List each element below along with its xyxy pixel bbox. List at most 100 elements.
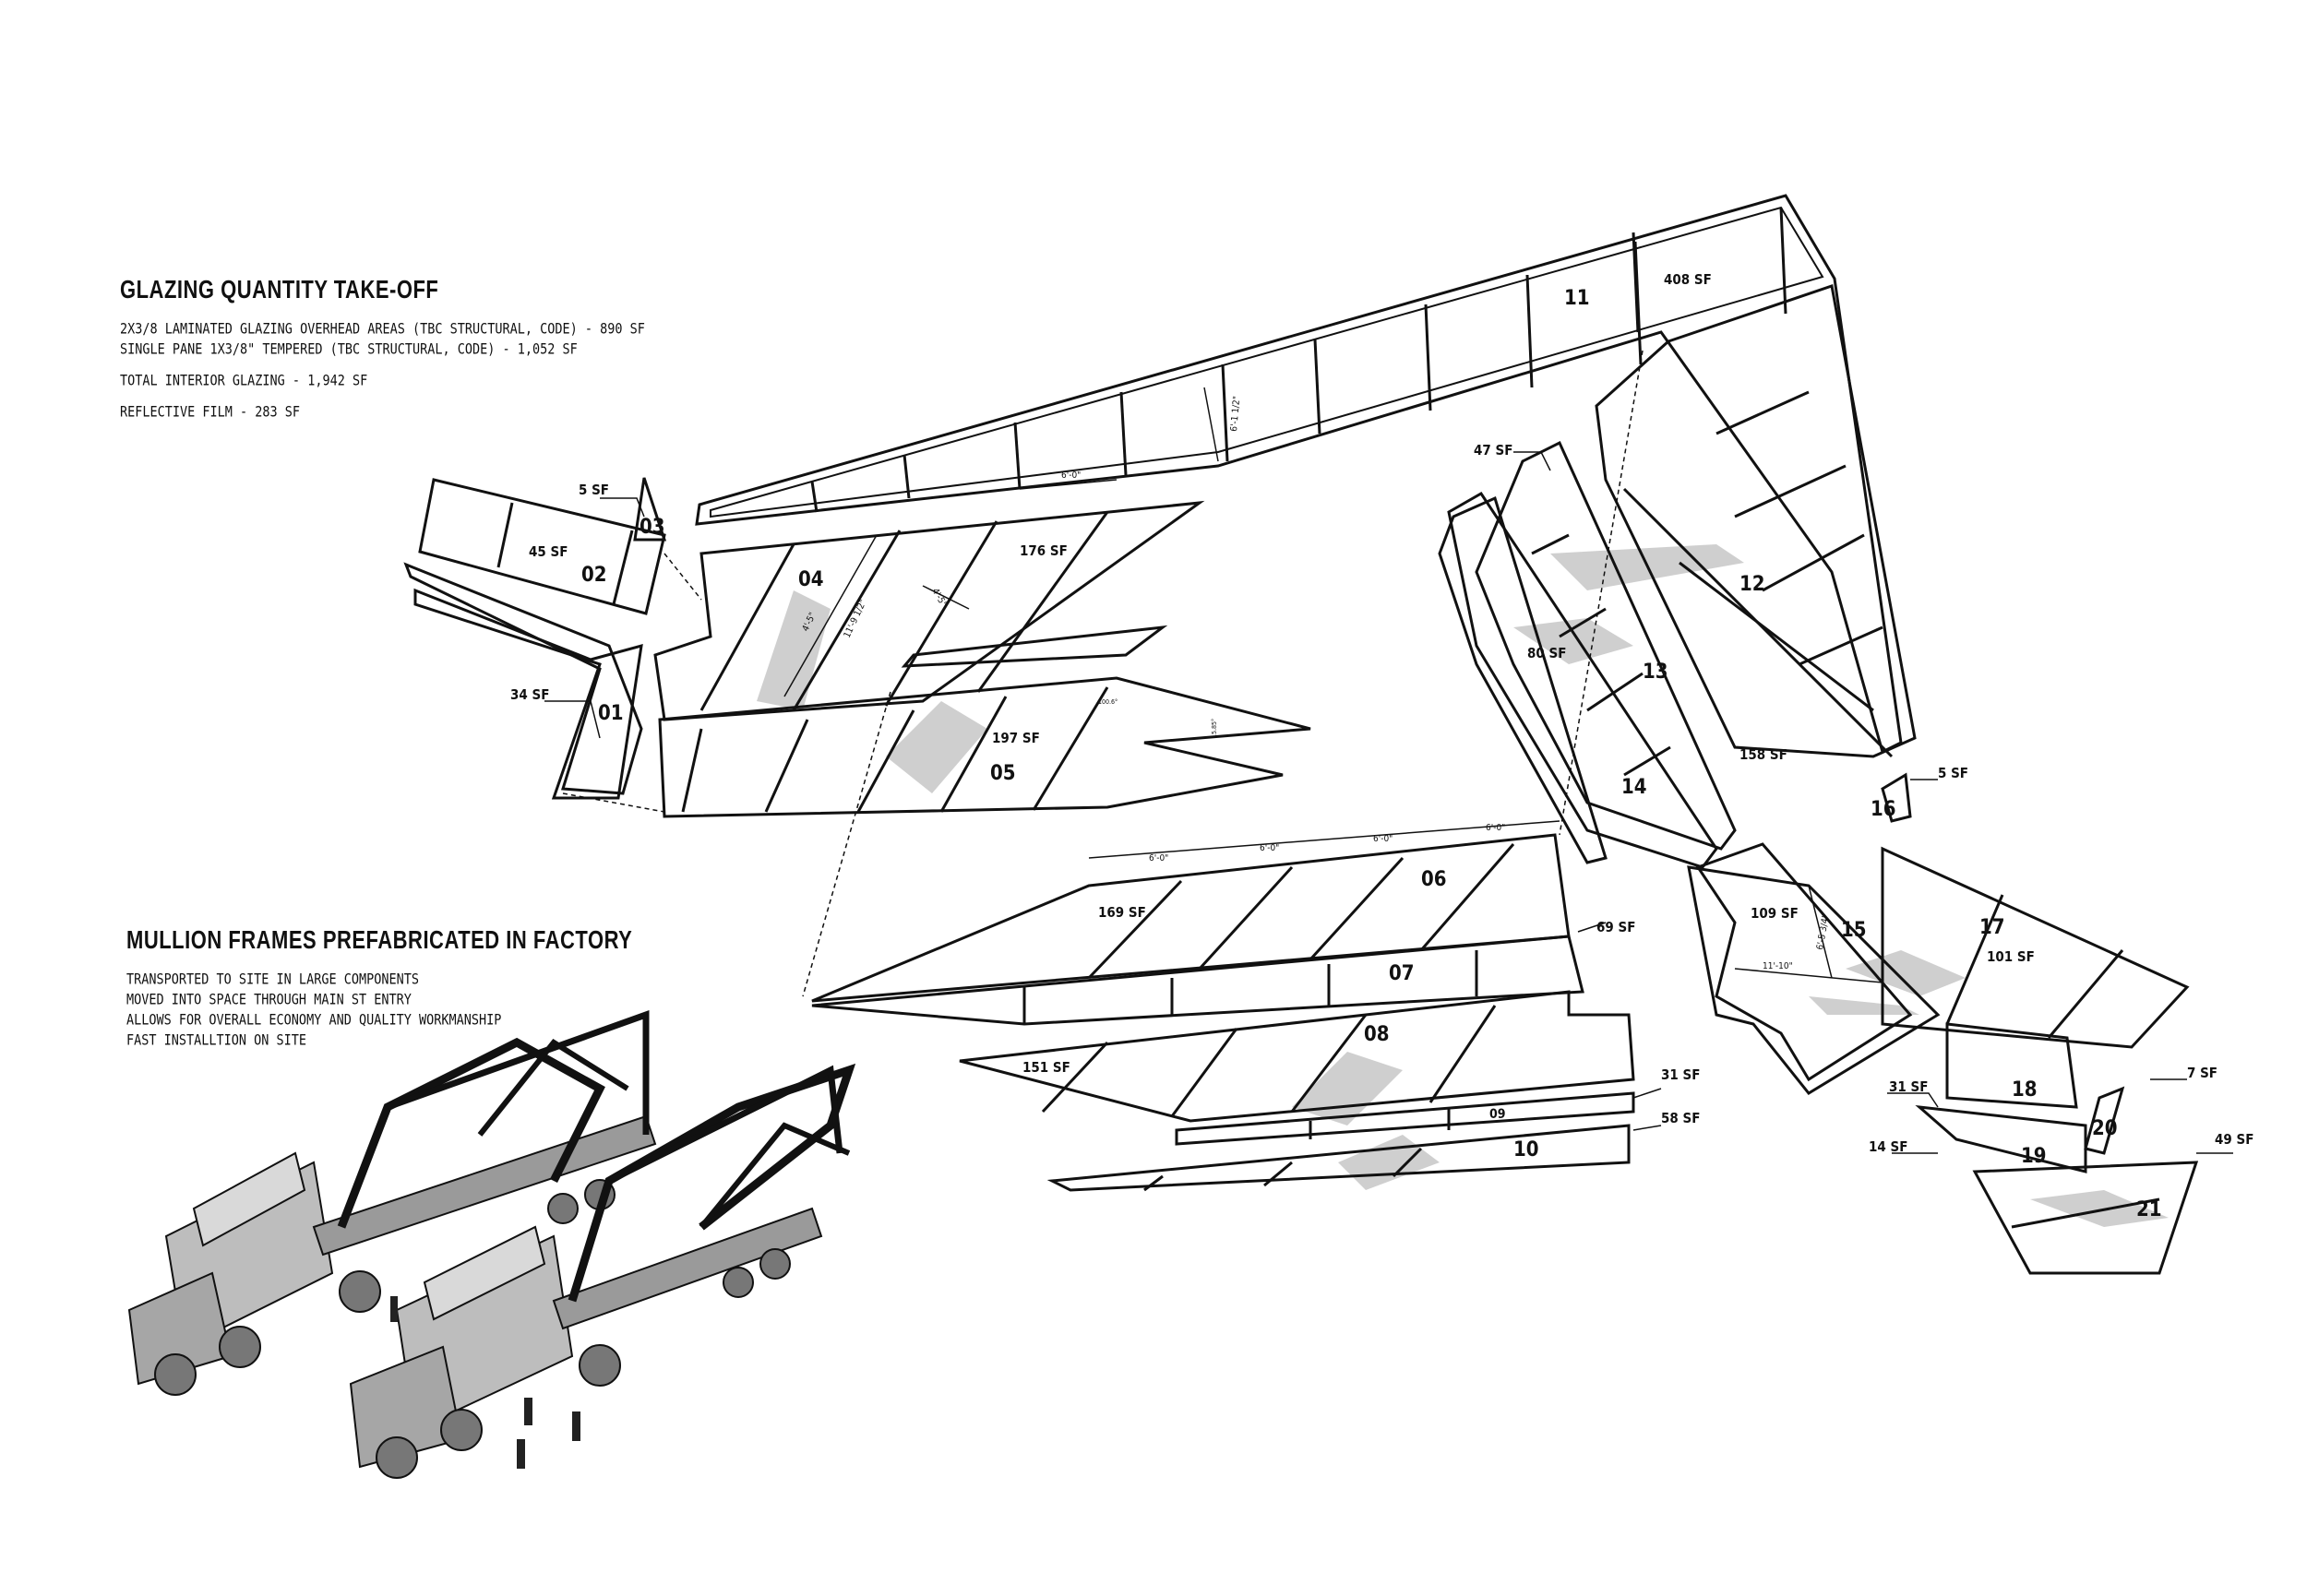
label-panel-05: 05 (990, 762, 1016, 785)
area-03: 5 SF (579, 482, 609, 498)
label-panel-11: 11 (1564, 287, 1590, 310)
area-05: 197 SF (992, 730, 1040, 746)
area-16: 5 SF (1938, 765, 1968, 781)
label-panel-08: 08 (1364, 1023, 1390, 1046)
area-07: 69 SF (1596, 919, 1635, 935)
panel-10 (1046, 1124, 1631, 1192)
panel-14b (1438, 495, 1608, 864)
area-11: 408 SF (1664, 271, 1712, 288)
panel-18 (1945, 1022, 2078, 1109)
panel-01b (413, 588, 643, 800)
panel-08-mullions (1041, 1005, 1497, 1117)
area-02: 45 SF (529, 543, 568, 560)
mullion-line-4: FAST INSTALLTION ON SITE (126, 1031, 307, 1049)
panel-03 (633, 477, 667, 542)
dim-12: 100.6° (1098, 698, 1118, 706)
panel-shard-a (901, 625, 1168, 668)
label-panel-04: 04 (798, 568, 824, 591)
panel-13 (1475, 440, 1737, 851)
panel-04-mullions (699, 511, 1109, 711)
area-06: 169 SF (1098, 904, 1146, 921)
panel-12-mullions (1622, 390, 1894, 758)
panel-14 (1447, 492, 1718, 869)
panel-19 (1915, 1104, 2087, 1173)
area-18: 31 SF (1889, 1078, 1928, 1095)
panel-15 (1695, 842, 1913, 1082)
panel-06 (811, 833, 1571, 1003)
area-13: 80 SF (1527, 645, 1566, 661)
area-21: 49 SF (2215, 1131, 2253, 1148)
dim-7: 6'-0" (1260, 843, 1279, 853)
area-labels: 34 SF 45 SF 5 SF 176 SF 197 SF 169 SF 69… (510, 271, 2253, 1155)
area-15: 109 SF (1751, 905, 1799, 922)
area-01: 34 SF (510, 686, 549, 703)
people (390, 1296, 580, 1469)
dim-13: 15.85° (1211, 719, 1218, 738)
panel-05-mullions (681, 686, 1109, 813)
takeoff-line-2: SINGLE PANE 1x3/8" TEMPERED (TBC STRUCTU… (120, 340, 578, 358)
label-panel-19: 19 (2021, 1145, 2047, 1168)
label-panel-10: 10 (1513, 1138, 1539, 1161)
dim-1: 6'-0" (1061, 470, 1081, 481)
truck-2 (349, 1063, 856, 1479)
truck-1 (127, 1010, 657, 1396)
panel-outlines (403, 194, 2199, 1275)
area-17: 101 SF (1987, 948, 2035, 965)
dim-6: 6'-0" (1149, 853, 1168, 864)
label-panel-14: 14 (1621, 776, 1647, 799)
mullion-notes: MULLION FRAMES PREFABRICATED IN FACTORY … (126, 925, 632, 1049)
area-19: 14 SF (1869, 1138, 1907, 1155)
label-panel-03: 03 (640, 516, 665, 539)
label-panel-16: 16 (1871, 798, 1896, 821)
area-12: 158 SF (1739, 746, 1787, 763)
mullion-title: MULLION FRAMES PREFABRICATED IN FACTORY (126, 925, 633, 955)
panel-08 (959, 990, 1635, 1123)
area-09: 31 SF (1661, 1066, 1700, 1083)
takeoff-line-3: TOTAL INTERIOR GLAZING - 1,942 SF (120, 372, 368, 389)
trucks-illustration (127, 1010, 856, 1479)
area-04: 176 SF (1020, 542, 1068, 559)
panel-20 (2084, 1086, 2125, 1155)
panel-09 (1175, 1091, 1635, 1146)
area-08: 151 SF (1022, 1059, 1070, 1076)
label-panel-18: 18 (2012, 1078, 2038, 1102)
dimension-labels: 6'-0" 6'-1 1/2" 11'-9 1/2" 4'-5" 4'-5" 6… (801, 396, 1832, 971)
panel-16 (1881, 772, 1912, 823)
dim-11: 11'-10" (1763, 961, 1793, 971)
label-panel-12: 12 (1739, 573, 1765, 596)
label-panel-06: 06 (1421, 868, 1447, 891)
takeoff-line-1: 2x3/8 LAMINATED GLAZING OVERHEAD AREAS (… (120, 320, 645, 338)
panel-17 (1881, 846, 2190, 1049)
dim-2: 6'-1 1/2" (1229, 396, 1242, 432)
area-20: 7 SF (2187, 1065, 2217, 1081)
panel-11-mullions (810, 207, 1787, 513)
panel-12 (1595, 284, 1917, 758)
panel-07 (811, 935, 1584, 1026)
panel-02 (418, 478, 666, 615)
dimensions (783, 387, 1883, 983)
panel-numbers: 01 02 03 04 05 06 07 08 09 10 11 12 13 1… (581, 287, 2162, 1221)
label-panel-02: 02 (581, 564, 607, 587)
panel-05 (658, 676, 1311, 818)
label-panel-20: 20 (2092, 1117, 2118, 1140)
label-panel-01: 01 (598, 702, 624, 725)
area-10: 58 SF (1661, 1110, 1700, 1126)
takeoff-title: GLAZING QUANTITY TAKE-OFF (120, 275, 439, 304)
mullion-line-3: ALLOWS FOR OVERALL ECONOMY AND QUALITY W… (126, 1011, 502, 1029)
glazing-takeoff-notes: GLAZING QUANTITY TAKE-OFF 2x3/8 LAMINATE… (120, 275, 645, 421)
panel-01 (403, 562, 643, 795)
connectors (562, 350, 1644, 997)
label-panel-13: 13 (1643, 661, 1668, 684)
label-panel-15: 15 (1841, 919, 1867, 942)
panel-11-inner (710, 206, 1824, 518)
label-panel-07: 07 (1389, 962, 1415, 985)
label-panel-17: 17 (1979, 916, 2005, 939)
panel-21 (1972, 1161, 2199, 1275)
dim-9: 6'-0" (1486, 823, 1505, 833)
label-panel-09: 09 (1489, 1107, 1506, 1122)
panel-06-mullions (1087, 843, 1515, 980)
mullion-line-2: MOVED INTO SPACE THROUGH MAIN ST ENTRY (126, 991, 412, 1008)
label-panel-21: 21 (2136, 1198, 2162, 1221)
takeoff-line-4: REFLECTIVE FILM - 283 SF (120, 403, 301, 421)
